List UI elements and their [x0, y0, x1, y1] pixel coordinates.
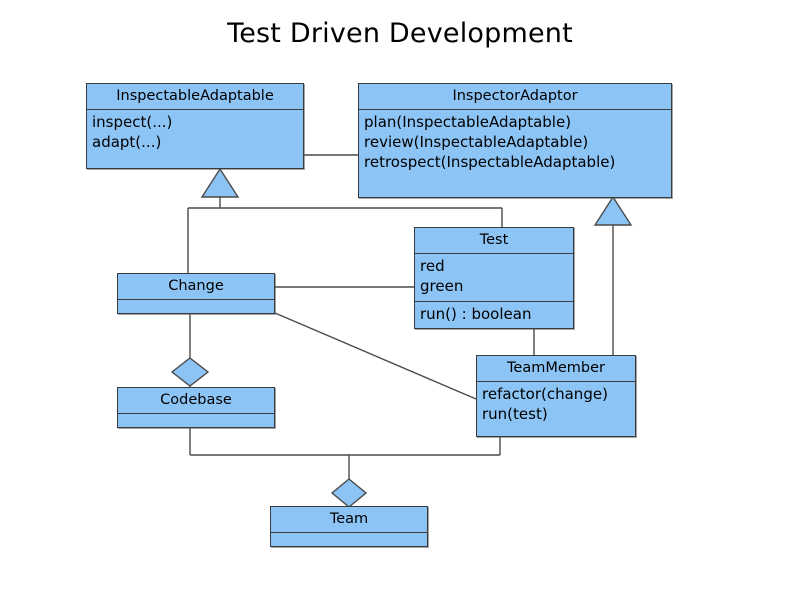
page-title: Test Driven Development — [227, 18, 573, 49]
aggregation-diamond-team — [330, 478, 368, 508]
class-name-test: Test — [479, 232, 509, 248]
member-refactor: refactor(change) — [482, 385, 608, 403]
class-members-inspector-adaptor: plan(InspectableAdaptable) review(Inspec… — [359, 109, 671, 197]
class-members-team-member: refactor(change) run(test) — [477, 381, 635, 436]
class-box-test[interactable]: Test red green run() : boolean — [414, 227, 574, 329]
class-members-codebase — [118, 413, 274, 427]
class-box-inspector-adaptor[interactable]: InspectorAdaptor plan(InspectableAdaptab… — [358, 83, 672, 198]
member-retrospect: retrospect(InspectableAdaptable) — [364, 153, 616, 171]
aggregation-diamond-codebase — [170, 357, 210, 387]
class-name-team-member: TeamMember — [507, 360, 605, 376]
class-box-codebase[interactable]: Codebase — [117, 387, 275, 428]
class-name-codebase: Codebase — [160, 392, 232, 408]
class-attributes-test: red green — [415, 253, 573, 301]
member-run-test: run(test) — [482, 405, 548, 423]
class-box-team[interactable]: Team — [270, 506, 428, 547]
class-box-team-member[interactable]: TeamMember refactor(change) run(test) — [476, 355, 636, 437]
member-plan: plan(InspectableAdaptable) — [364, 113, 572, 131]
class-members-inspectable-adaptable: inspect(...) adapt(...) — [87, 109, 303, 168]
attribute-red: red — [420, 257, 445, 275]
class-name-inspectable-adaptable: InspectableAdaptable — [116, 88, 274, 104]
class-name-change: Change — [168, 278, 224, 294]
class-name-team: Team — [329, 511, 369, 527]
edge-agg-team-tree — [189, 428, 501, 479]
class-operations-test: run() : boolean — [415, 301, 573, 328]
class-members-change — [118, 299, 274, 313]
attribute-green: green — [420, 277, 464, 295]
class-box-change[interactable]: Change — [117, 273, 275, 314]
member-run-boolean: run() : boolean — [420, 305, 532, 323]
class-box-inspectable-adaptable[interactable]: InspectableAdaptable inspect(...) adapt(… — [86, 83, 304, 169]
member-review: review(InspectableAdaptable) — [364, 133, 589, 151]
member-adapt: adapt(...) — [92, 133, 162, 151]
generalization-arrowhead-inspectable — [200, 167, 240, 198]
class-members-team — [271, 532, 427, 546]
generalization-arrowhead-inspector — [593, 195, 633, 226]
class-name-inspector-adaptor: InspectorAdaptor — [452, 88, 578, 104]
member-inspect: inspect(...) — [92, 113, 173, 131]
